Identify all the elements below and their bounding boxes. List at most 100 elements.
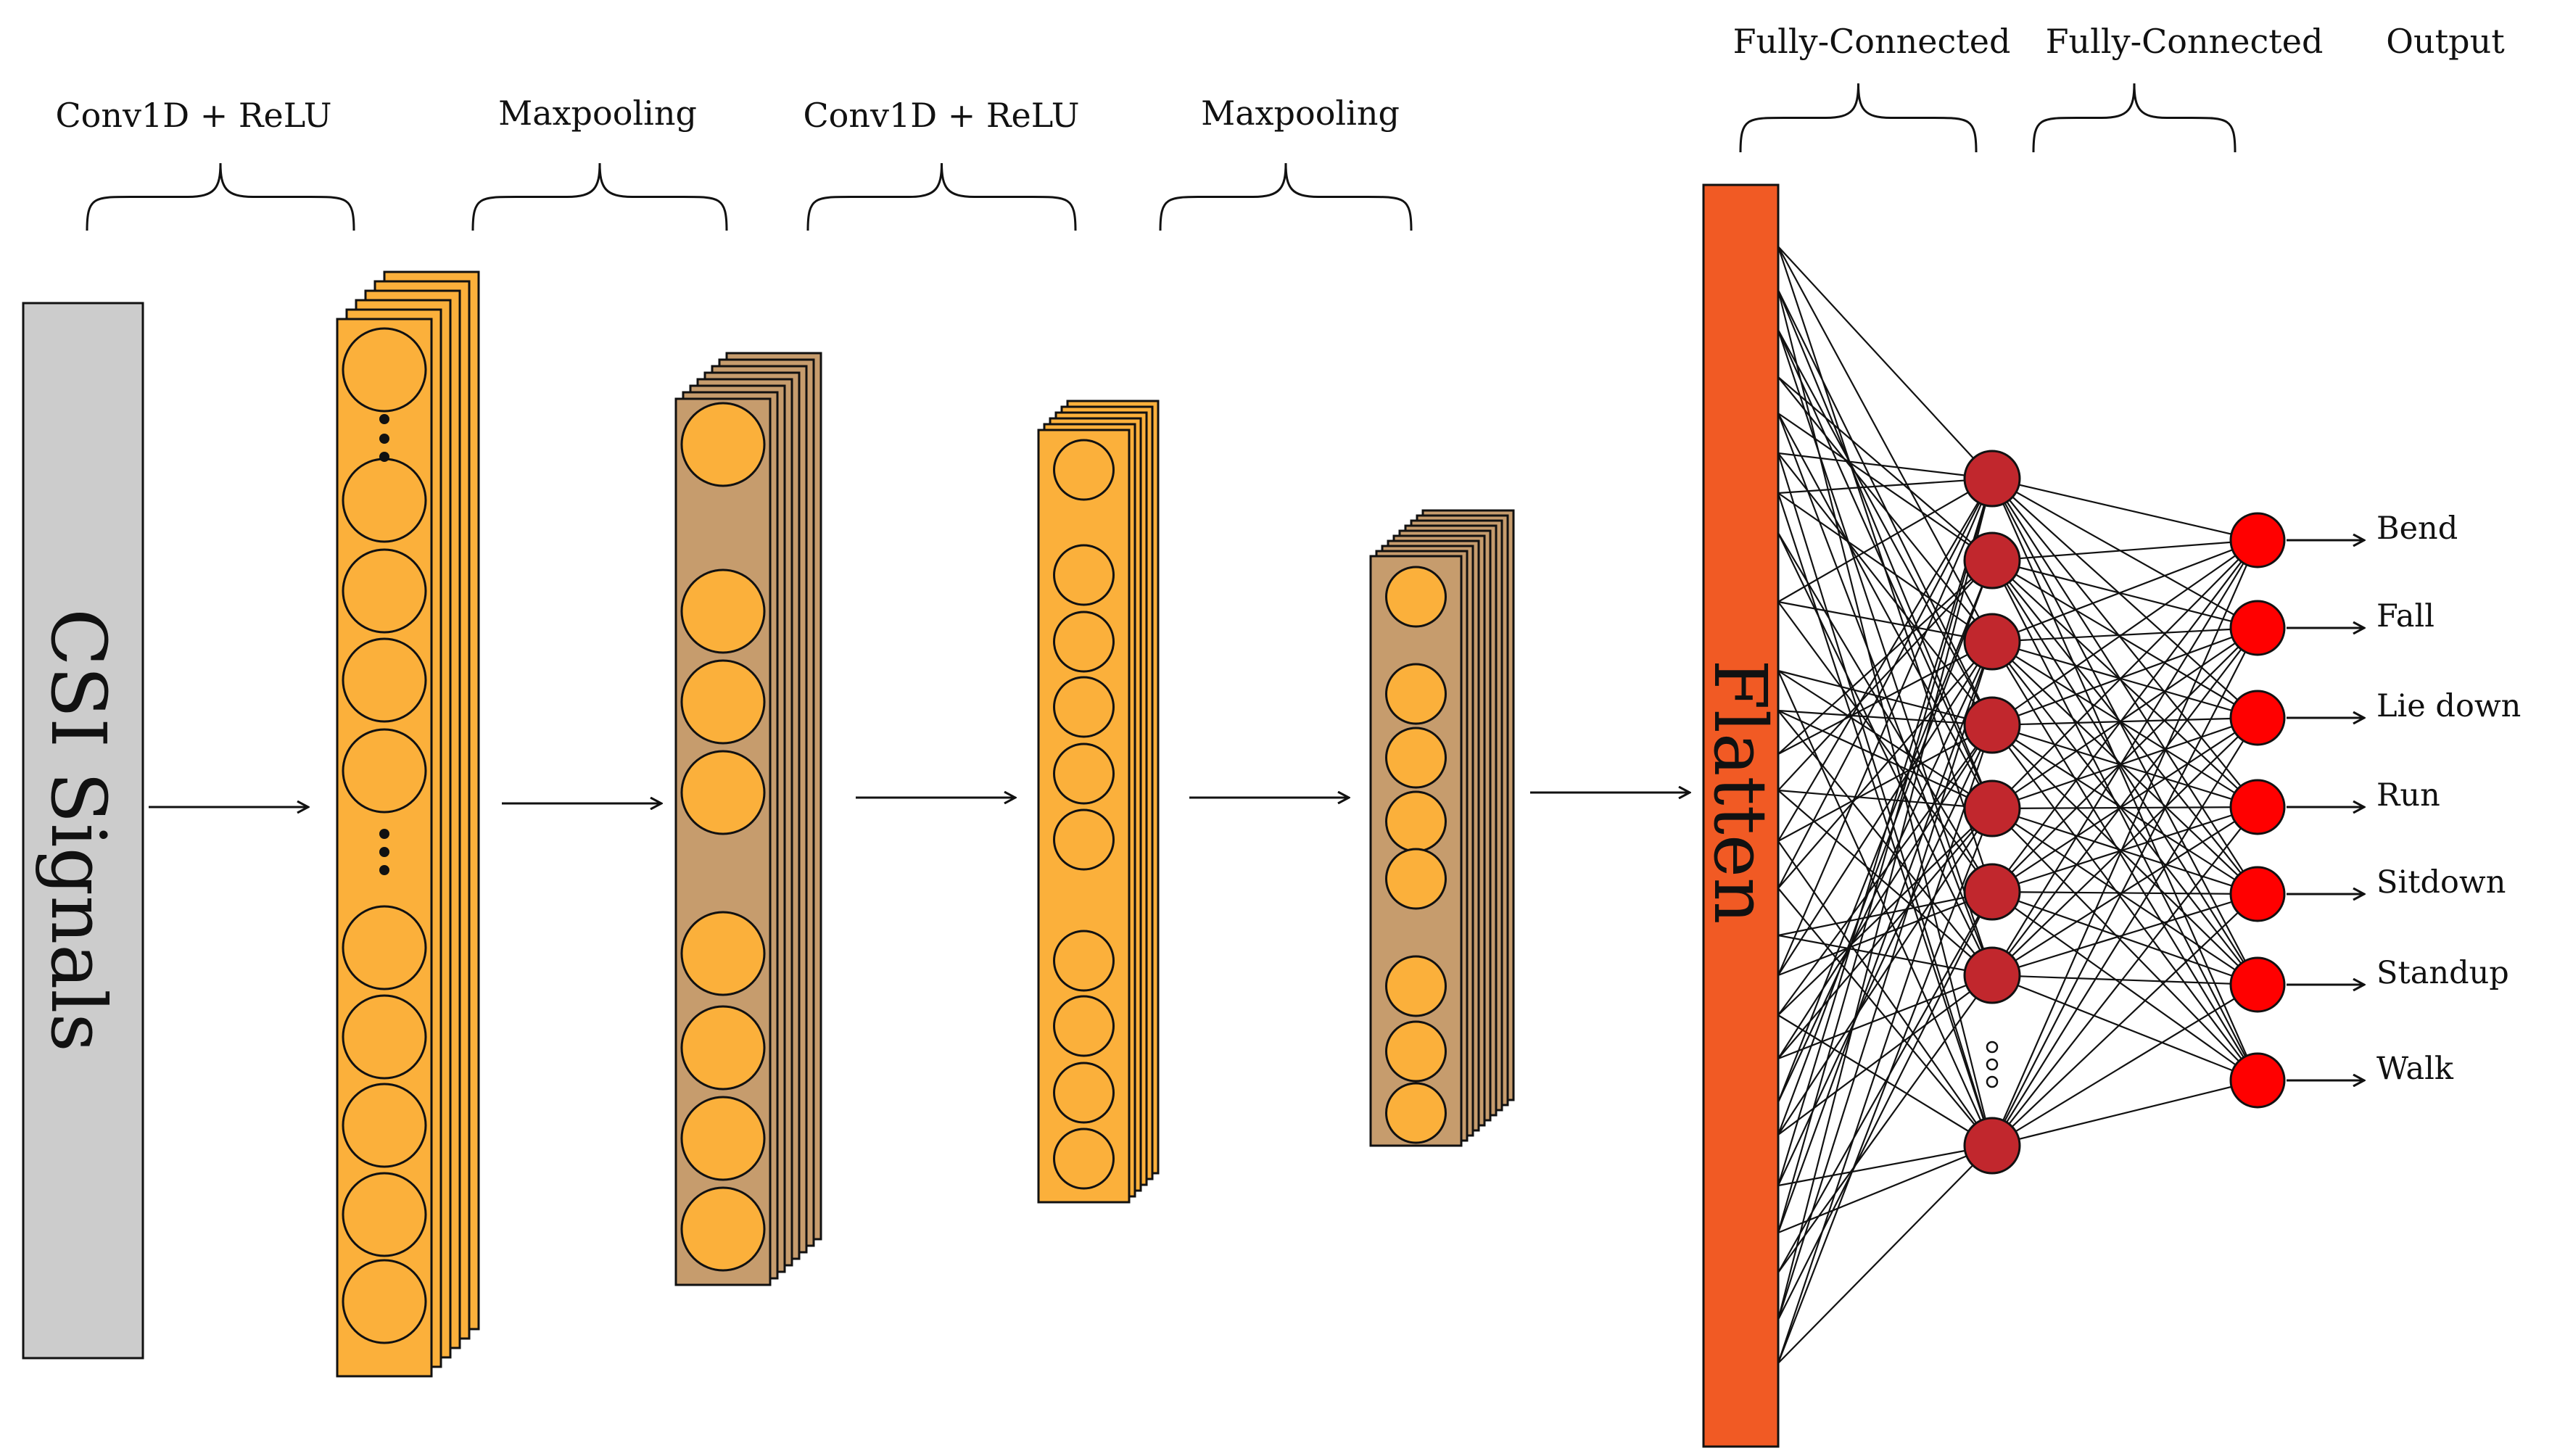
edge: [1991, 626, 2258, 727]
edge: [1991, 891, 2258, 1081]
edge: [1777, 641, 1993, 976]
edge: [1777, 641, 1994, 1320]
hidden-node: [1963, 863, 2021, 921]
ellipsis-dot: [379, 829, 389, 839]
neuron: [1053, 611, 1115, 673]
edge: [1991, 1079, 2258, 1147]
edge: [1777, 452, 1993, 480]
edge: [1991, 539, 2258, 809]
neuron: [1053, 544, 1115, 606]
neuron: [1053, 808, 1115, 871]
neuron: [1385, 955, 1447, 1017]
neuron: [680, 568, 766, 654]
edge: [1991, 640, 2258, 719]
edge: [1991, 724, 2258, 1081]
edge: [1991, 627, 2258, 809]
flatten-layer: Flatten: [1698, 183, 1783, 1448]
output-label: Walk: [2376, 1051, 2454, 1087]
edge: [1777, 1145, 1993, 1364]
edge: [1777, 560, 1994, 1136]
edge: [1777, 975, 1993, 1273]
brace-pool2: [1159, 162, 1413, 231]
neuron: [1385, 663, 1447, 725]
edge: [1991, 539, 2258, 976]
edge: [1991, 560, 2258, 1081]
output-node: [2229, 600, 2286, 656]
hidden-node: [1963, 696, 2021, 754]
edge: [1777, 975, 1993, 1136]
label-fc2: Fully-Connected: [2046, 22, 2324, 61]
neuron: [680, 911, 766, 996]
edge: [1991, 717, 2258, 893]
edge: [1991, 890, 2258, 895]
edge: [1991, 539, 2259, 1146]
edge: [1991, 807, 2258, 895]
edge: [1991, 724, 2258, 808]
hidden-ellipsis: [1986, 1041, 1999, 1088]
edge: [1991, 477, 2258, 542]
edge: [1777, 376, 1993, 561]
edge: [1991, 626, 2258, 643]
edge: [1777, 641, 1993, 889]
edge: [1991, 717, 2258, 976]
edge: [1991, 478, 2259, 1081]
edge: [1777, 724, 1993, 842]
output-node: [2229, 690, 2286, 746]
pool2-stack: [1369, 509, 1515, 1147]
output-node: [2229, 956, 2286, 1013]
edge: [1991, 716, 2258, 727]
output-label: Standup: [2376, 955, 2509, 991]
edge: [1777, 641, 1993, 1103]
edge: [1991, 559, 2258, 629]
neuron: [680, 402, 766, 487]
input-csi-signals: CSI Signals: [22, 302, 144, 1360]
edge: [1777, 641, 1993, 755]
output-label: Lie down: [2376, 688, 2521, 724]
edge: [1777, 709, 1993, 810]
edge: [1777, 808, 1993, 1136]
ellipsis-dot: [379, 414, 389, 424]
edge: [1777, 560, 1993, 755]
neuron: [342, 458, 427, 543]
output-node: [2229, 512, 2286, 568]
edge: [1777, 710, 1993, 976]
edge: [1991, 641, 2258, 808]
edge: [1777, 413, 1994, 976]
hidden-node: [1963, 946, 2021, 1004]
edge: [1991, 641, 2258, 1081]
output-node: [2229, 1052, 2286, 1109]
edge: [1991, 641, 2258, 985]
output-node: [2229, 866, 2286, 922]
ellipsis-dot: [379, 452, 389, 462]
edge: [1991, 560, 2258, 719]
label-output: Output: [2386, 22, 2505, 61]
edge: [1991, 627, 2258, 1146]
neuron: [680, 1096, 766, 1181]
fully-connected-edges: [1777, 246, 2259, 1364]
edge: [1777, 329, 1993, 726]
conv1-stack: [336, 270, 480, 1378]
neuron: [1053, 1062, 1115, 1124]
neuron: [1053, 439, 1115, 501]
neuron: [342, 637, 427, 723]
edge: [1991, 478, 2258, 808]
edge: [1991, 717, 2258, 1146]
label-pool1: Maxpooling: [498, 94, 697, 133]
feature-map-stacks: [336, 270, 1515, 1378]
brace-conv1: [86, 162, 355, 231]
neuron: [342, 548, 427, 634]
edge: [1991, 560, 2258, 985]
edge: [1777, 600, 1993, 643]
edge: [1777, 709, 1993, 727]
edge: [1777, 478, 1993, 603]
flatten-label: Flatten: [1698, 660, 1783, 925]
edge: [1991, 806, 2258, 893]
edge: [1991, 890, 2258, 986]
edge: [1991, 560, 2258, 895]
neuron: [1385, 1020, 1447, 1083]
edge: [1777, 329, 1994, 809]
edge: [1991, 806, 2258, 976]
neuron: [1385, 848, 1447, 910]
